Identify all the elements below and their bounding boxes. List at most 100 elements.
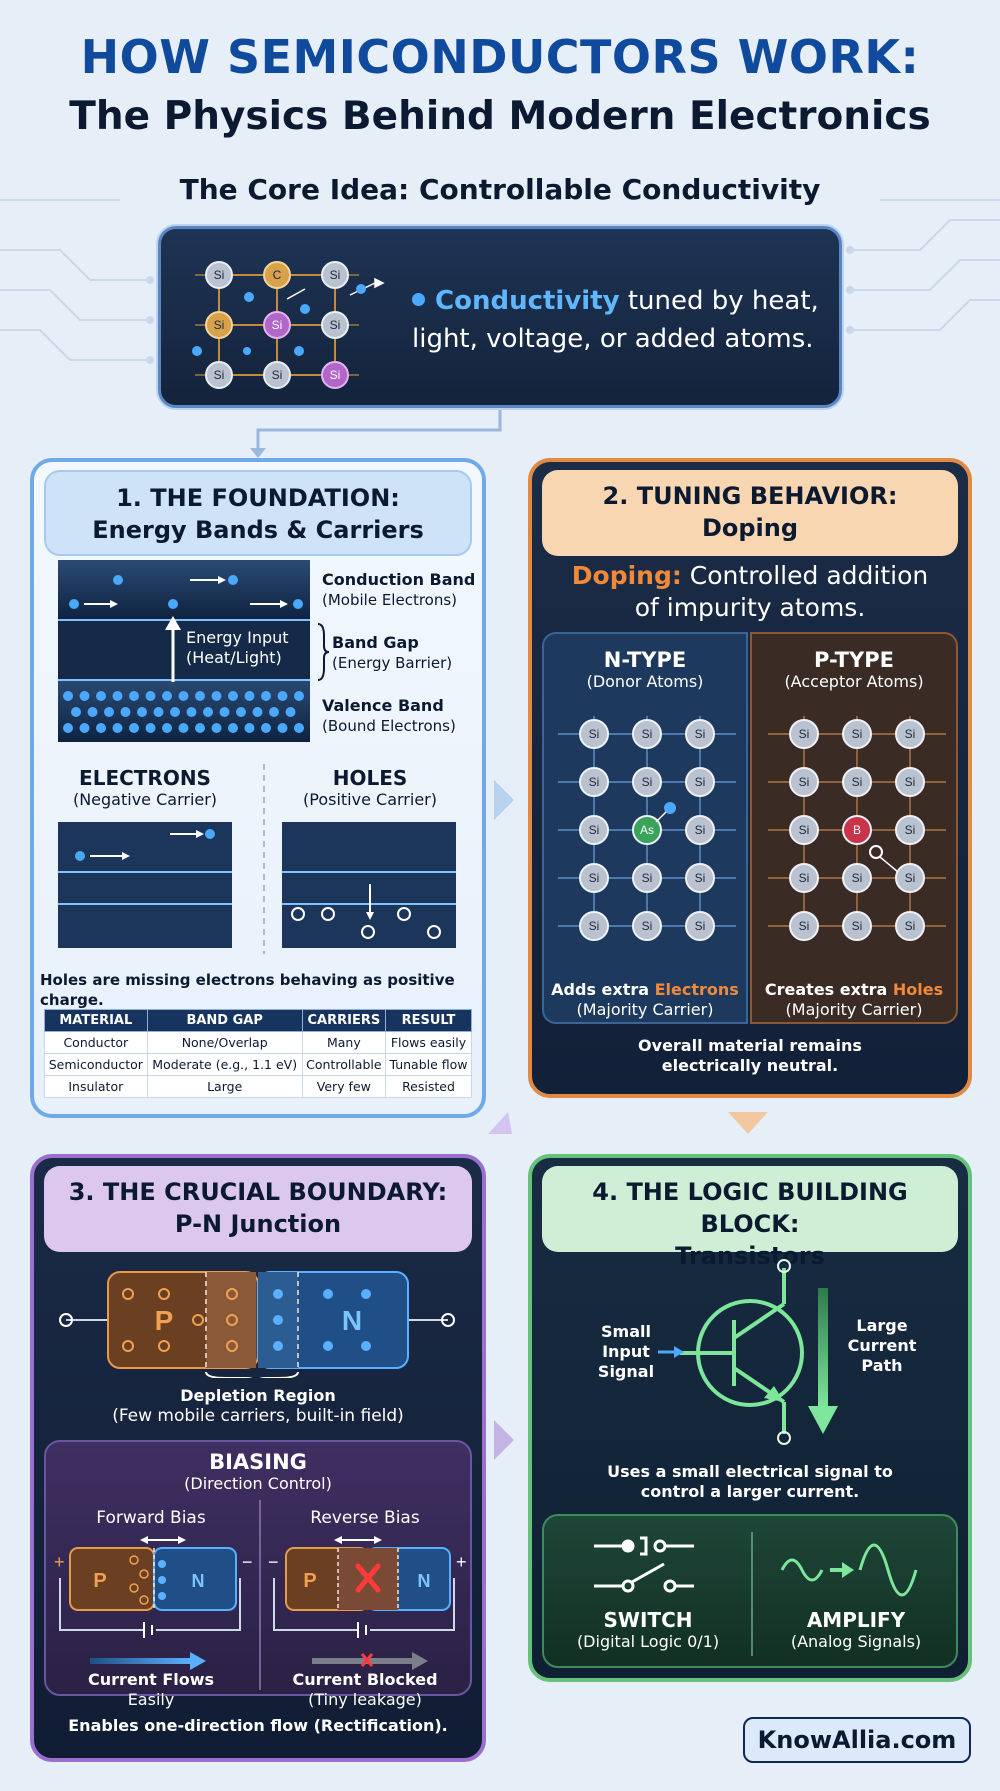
panel-transistors-subtitle: Transistors — [675, 1242, 825, 1270]
valence-electron-dot — [137, 707, 147, 717]
valence-electron-dot — [236, 707, 246, 717]
valence-electron-dot — [96, 691, 106, 701]
valence-electron-dot — [277, 723, 288, 733]
p-region-label: P — [303, 1570, 316, 1592]
valence-electron-dot — [277, 691, 288, 701]
lattice-atom-label: Si — [905, 871, 916, 885]
lattice-atom-label: Si — [852, 775, 863, 789]
valence-electron-dot — [186, 707, 197, 717]
lattice-atom: Si — [214, 318, 225, 332]
table-cell: Large — [146, 1075, 303, 1098]
valence-electron-dot — [162, 723, 172, 733]
table-cell: Controllable — [301, 1053, 386, 1076]
lattice-atom — [842, 863, 872, 893]
table-cell: Conductor — [44, 1031, 148, 1054]
valence-electron-dot — [63, 691, 73, 701]
table-cell: Moderate (e.g., 1.1 eV) — [146, 1053, 303, 1076]
table-cell: Many — [301, 1031, 386, 1054]
lattice-atom-label: Si — [799, 871, 810, 885]
biasing-heading: BIASING(Direction Control) — [184, 1450, 332, 1494]
rectification-note: Enables one-direction flow (Rectificatio… — [68, 1716, 448, 1735]
lattice-atom — [685, 719, 715, 749]
n-type-caption: Adds extra Electrons(Majority Carrier) — [551, 980, 739, 1019]
electron-link — [655, 811, 667, 823]
forward-bias-label: Forward Bias — [96, 1508, 206, 1528]
lattice-atom — [685, 911, 715, 941]
lattice-atom-label: Si — [589, 775, 600, 789]
holes-heading: HOLES(Positive Carrier) — [303, 766, 437, 809]
holes-note: Holes are missing electrons behaving as … — [40, 971, 455, 1009]
panel-foundation-subtitle: Energy Bands & Carriers — [92, 516, 424, 544]
valence-electron-dot — [145, 723, 156, 733]
valence-electron-dot — [153, 707, 164, 717]
transistor-symbol-icon — [680, 1259, 838, 1445]
valence-electron-dot — [71, 707, 81, 717]
valence-electron-dot — [63, 723, 73, 733]
lattice-atom — [789, 767, 819, 797]
hole-marker — [869, 845, 883, 859]
brace-icon — [317, 623, 330, 681]
lattice-atom — [579, 911, 609, 941]
depletion-region-label: Depletion Region(Few mobile carriers, bu… — [112, 1386, 404, 1426]
forward-bias-diagram: P N + − — [54, 1536, 253, 1638]
divider — [263, 764, 265, 954]
plus-sign: + — [54, 1552, 65, 1572]
lattice-atom-label: Si — [799, 823, 810, 837]
lattice-atom — [895, 815, 925, 845]
core-idea-box: Si C Si Si Si Si Si Si Si — [158, 226, 842, 408]
conduction-band-label: Conduction Band(Mobile Electrons) — [322, 570, 476, 609]
valence-electron-dot — [228, 691, 238, 701]
valence-electron-dot — [162, 691, 172, 701]
lattice-atom — [842, 719, 872, 749]
n-region-label: N — [342, 1305, 362, 1336]
lattice-atom-label: Si — [642, 727, 653, 741]
panel-foundation-header: 1. THE FOUNDATION: Energy Bands & Carrie… — [44, 470, 472, 556]
electron-carrier-diagram — [58, 822, 232, 948]
lattice-atom-label: Si — [589, 871, 600, 885]
valence-electron-dot — [112, 723, 123, 733]
bullet-dot-icon — [412, 293, 425, 306]
panel-doping-title: 2. TUNING BEHAVIOR: — [602, 482, 898, 510]
n-type-heading: N-TYPE(Donor Atoms) — [586, 648, 704, 692]
lattice-atom-label: Si — [852, 919, 863, 933]
valence-electron-dot — [294, 723, 304, 733]
lattice-atom-label: Si — [642, 919, 653, 933]
lattice-atom — [895, 911, 925, 941]
panel-foundation-title: 1. THE FOUNDATION: — [116, 484, 400, 512]
valence-electron-dot — [120, 707, 131, 717]
page-subtitle: The Physics Behind Modern Electronics — [69, 94, 931, 139]
n-region-label: N — [192, 1571, 205, 1591]
lattice-atom — [579, 863, 609, 893]
lattice-atom — [842, 767, 872, 797]
column-header: MATERIAL — [44, 1009, 148, 1032]
valence-electron-dot — [129, 723, 139, 733]
core-idea-heading: The Core Idea: Controllable Conductivity — [179, 173, 821, 206]
lattice-atom: Si — [330, 268, 341, 282]
valence-band-label: Valence Band(Bound Electrons) — [322, 696, 456, 735]
lattice-atom-label: Si — [905, 823, 916, 837]
lattice-atom — [842, 911, 872, 941]
pn-junction-diagram: P N — [59, 1271, 455, 1378]
valence-electron-dot — [203, 707, 213, 717]
table-cell: Resisted — [384, 1075, 473, 1098]
dopant-atom — [842, 815, 872, 845]
lattice-atom — [895, 863, 925, 893]
lattice-atom-label: Si — [852, 727, 863, 741]
lattice-atom — [632, 911, 662, 941]
extra-electron-dot — [664, 802, 676, 814]
lattice-atom: Si — [272, 318, 283, 332]
lattice-atom-label: Si — [695, 871, 706, 885]
table-cell: None/Overlap — [146, 1031, 303, 1054]
minus-sign: − — [268, 1552, 279, 1572]
valence-electron-dot — [261, 723, 271, 733]
lattice-atom: C — [273, 268, 282, 282]
panel-pn-junction-subtitle: P-N Junction — [174, 1210, 342, 1238]
current-flow-arrow-icon — [90, 1652, 206, 1670]
